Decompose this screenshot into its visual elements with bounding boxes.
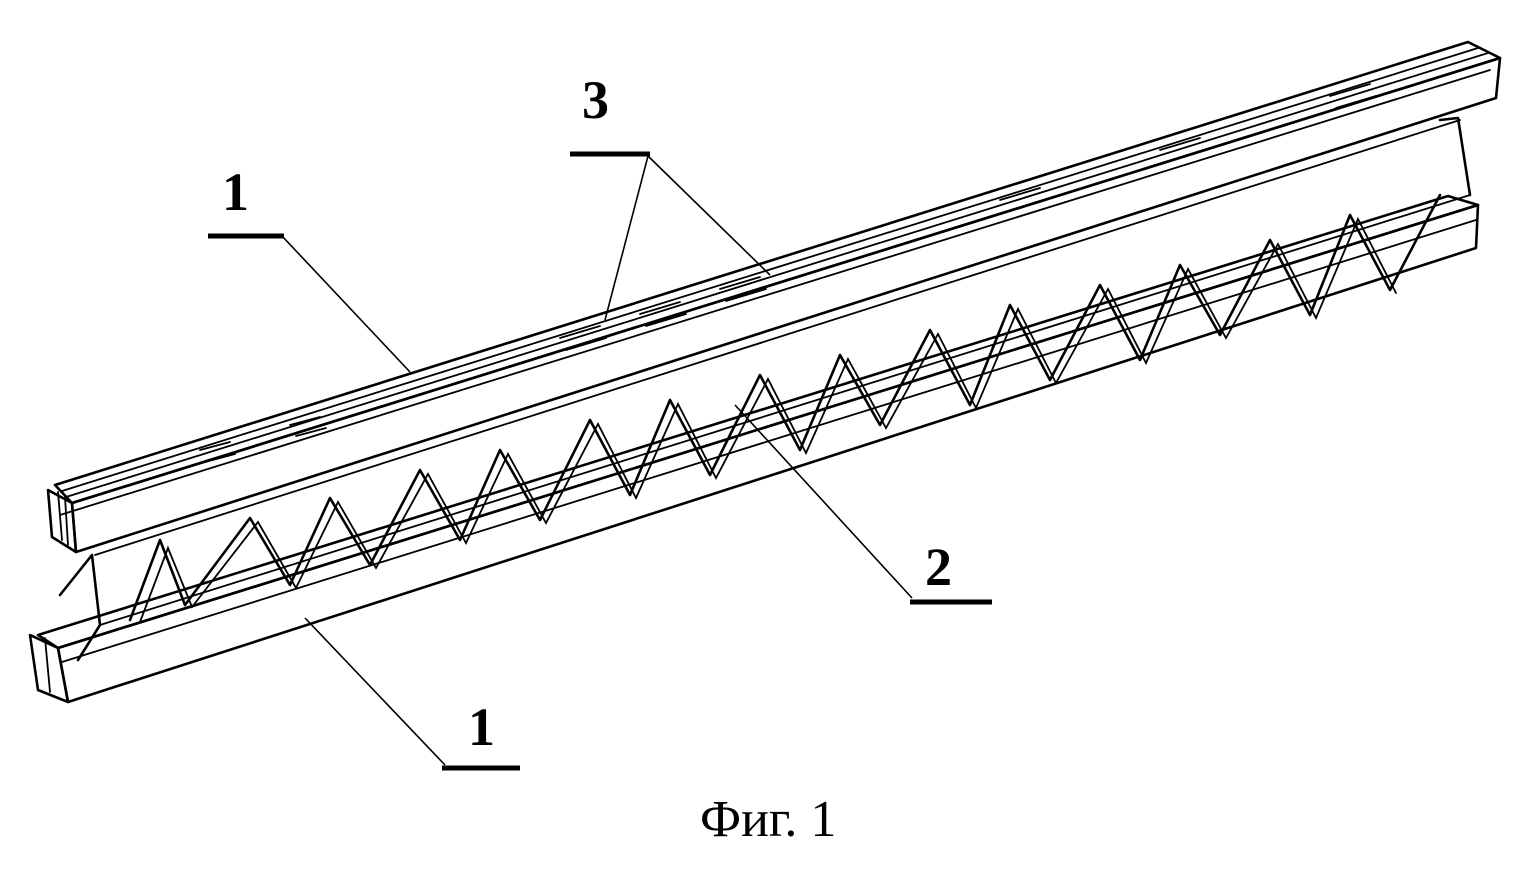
svg-text:3: 3 (582, 70, 609, 130)
leader-lines (281, 155, 913, 766)
label-top-chord: 1 (208, 162, 284, 239)
top-chord (46, 40, 1502, 554)
label-bottom-chord: 1 (442, 697, 520, 771)
svg-text:1: 1 (468, 697, 495, 757)
joint-marks-top (199, 83, 1377, 463)
label-joints: 3 (570, 70, 650, 157)
svg-text:2: 2 (925, 537, 952, 597)
label-web: 2 (910, 537, 992, 605)
svg-text:1: 1 (222, 162, 249, 222)
figure-caption: Фиг. 1 (700, 791, 836, 848)
web-diagonals (58, 116, 1472, 662)
